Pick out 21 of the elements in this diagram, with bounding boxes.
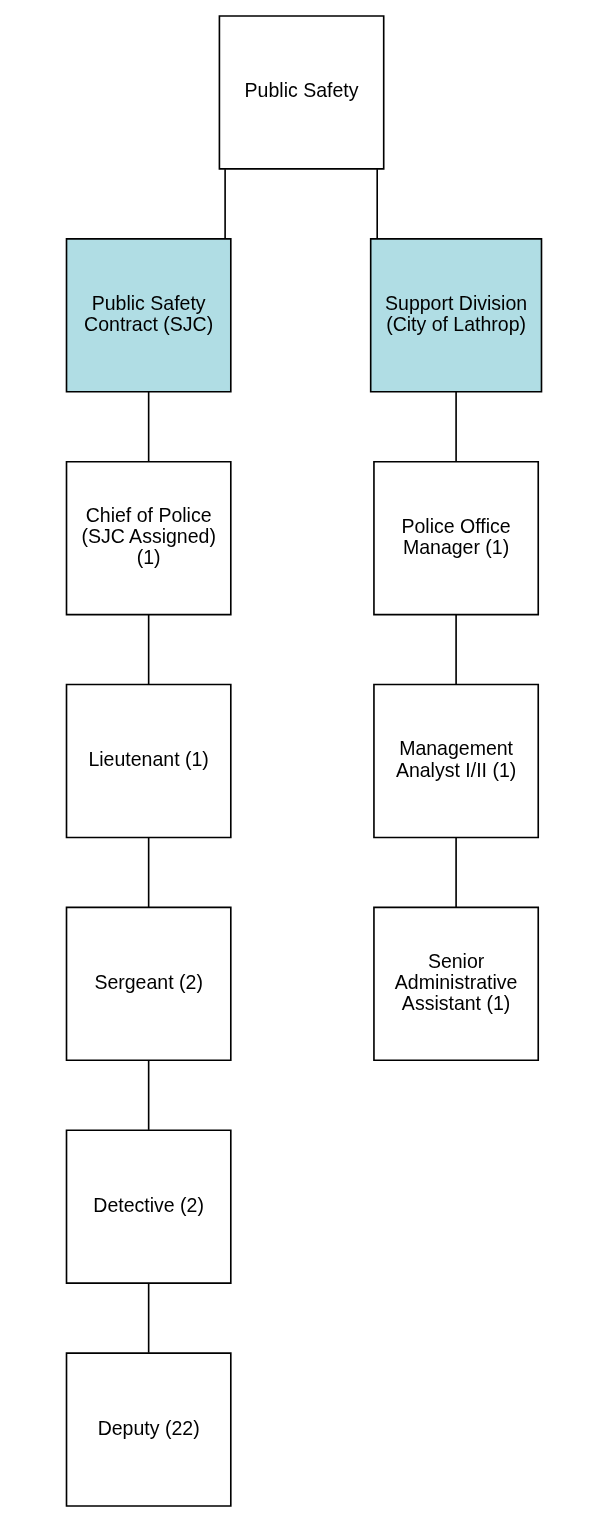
connector [147,836,150,908]
node-box: Deputy (22) [65,1352,232,1507]
node-box: Management Analyst I/II (1) [373,683,540,839]
connector [455,614,457,685]
connector [147,391,150,463]
node-box: Public Safety [218,15,385,170]
connector [455,391,457,463]
node-box: Police Office Manager (1) [373,460,540,616]
connector [147,614,150,685]
node-box: Detective (2) [65,1129,232,1284]
node-box: Lieutenant (1) [65,683,232,839]
connector [147,1059,150,1131]
node-box: Senior Administrative Assistant (1) [373,906,540,1062]
node-box: Support Division (City of Lathrop) [369,238,543,393]
connector [455,836,457,908]
connector [147,1282,150,1354]
node-box: Sergeant (2) [65,906,232,1062]
connector [376,168,378,240]
node-box: Chief of Police (SJC Assigned) (1) [65,460,232,616]
connector [224,168,226,240]
node-box: Public Safety Contract (SJC) [65,238,232,393]
